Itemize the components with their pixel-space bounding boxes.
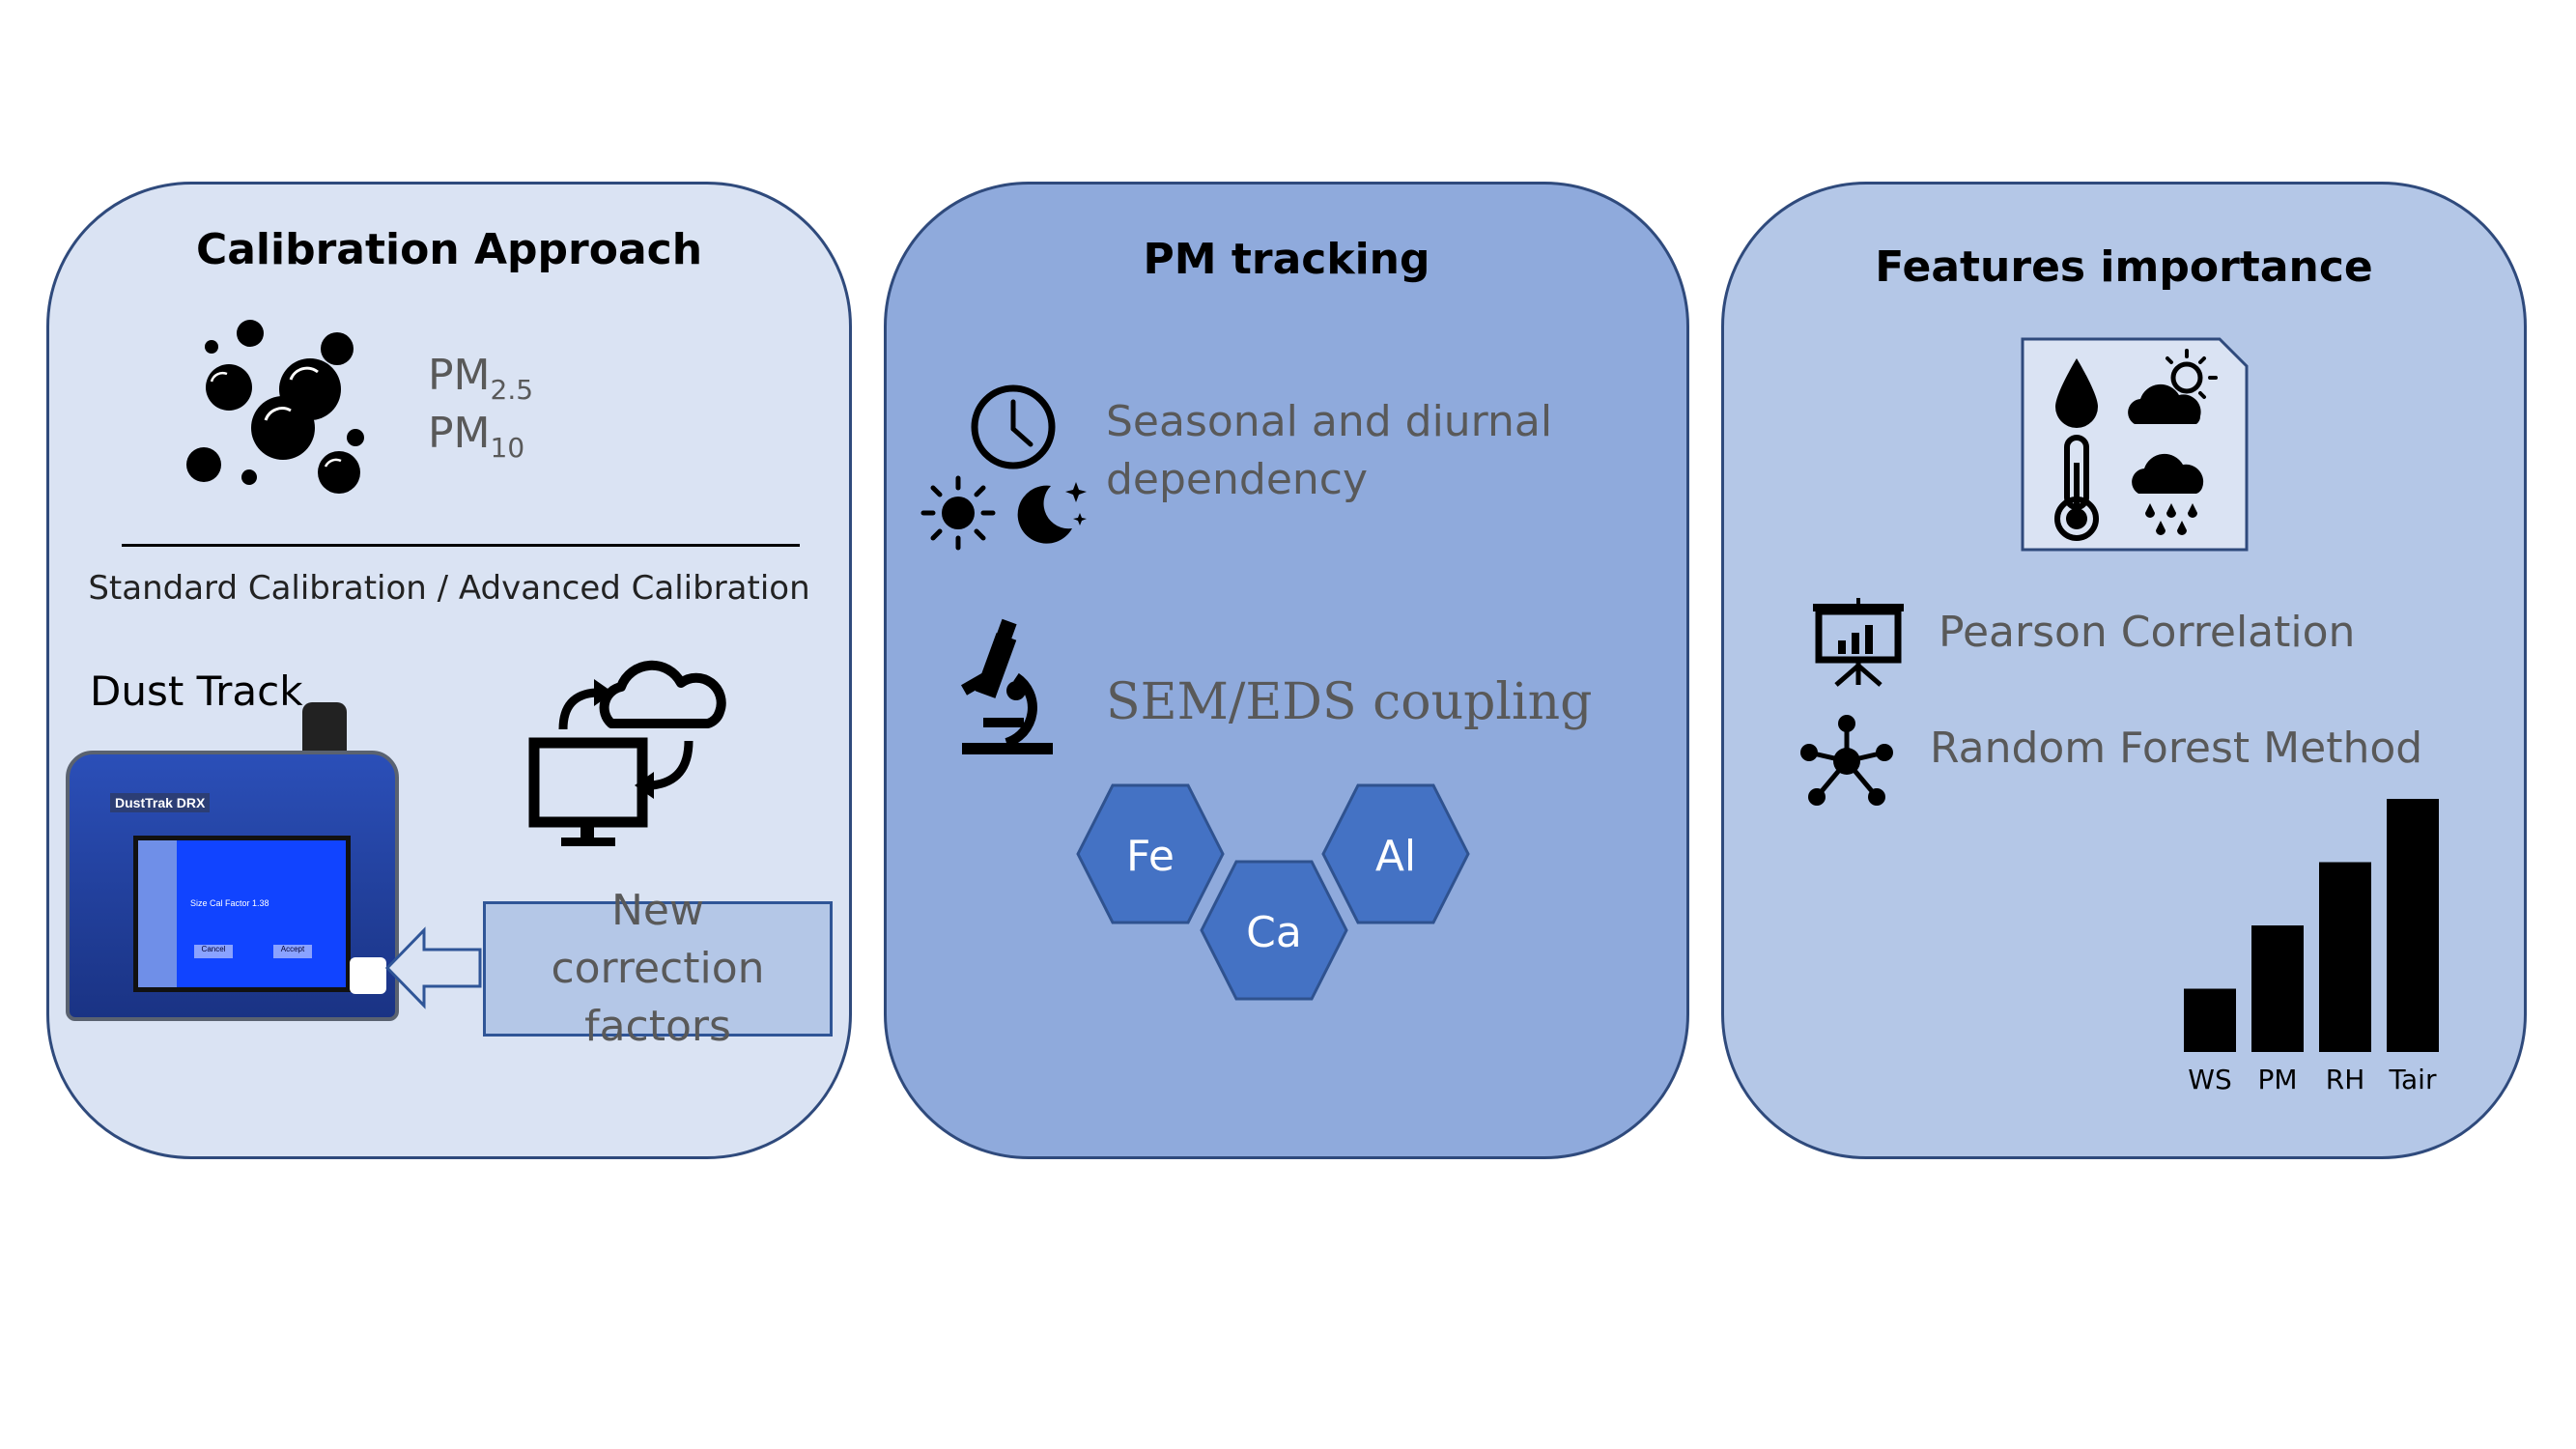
features-importance-panel: Features importance [1721,182,2527,1159]
particles-icon [186,320,364,494]
cloud-computer-sync-icon [528,660,726,846]
bar-label-rh: RH [2326,1064,2365,1095]
calibration-panel: Calibration Approach PM2.5 PM10 Standard… [46,182,852,1159]
device-body: DustTrak DRX Size Cal Factor 1.38 Cancel… [66,751,399,1021]
moon-stars-icon [1017,482,1087,544]
bar-rh [2319,862,2371,1052]
device-screen: Size Cal Factor 1.38 Cancel Accept [133,836,351,992]
sun-icon [920,475,996,551]
bar-tair [2387,799,2439,1052]
device-brand: DustTrak DRX [110,793,211,812]
microscope-icon [961,618,1053,754]
cloud-rain-icon [2132,453,2204,535]
arrow-left-icon [384,926,482,1009]
feature-importance-chart: WS PM RH Tair [2184,799,2439,1095]
presentation-chart-icon [1813,598,1904,687]
bar-pm [2251,925,2304,1052]
bar-label-tair: Tair [2389,1064,2437,1095]
panel-title: PM tracking [1143,235,1430,284]
device-accept: Accept [273,945,312,958]
hexagon-al-label: Al [1375,832,1416,881]
sem-eds-text: SEM/EDS coupling [1106,673,1593,731]
divider-line [122,544,800,547]
device-logo [350,957,386,994]
weather-icons-box [2021,337,2249,552]
calibration-text: Standard Calibration / Advanced Calibrat… [88,569,810,608]
cloud-sun-icon [2128,349,2218,424]
correction-box: New correction factors [483,886,833,1051]
correction-text: New correction factors [551,886,765,1051]
device-cancel: Cancel [194,945,233,958]
bar-label-pm: PM [2257,1064,2297,1095]
hexagon-fe: Fe [1076,783,1225,924]
pm-tracking-panel: PM tracking Seasonal and diurnal depende… [884,182,1689,1159]
device-label: Dust Track [90,668,303,715]
thermometer-icon [2054,435,2099,541]
hexagon-ca-label: Ca [1246,908,1302,957]
element-hexagons: Fe Ca Al [1076,783,1470,1001]
pm10-label: PM10 [428,409,525,464]
random-forest-text: Random Forest Method [1930,724,2423,773]
dusttrak-device: DustTrak DRX Size Cal Factor 1.38 Cancel… [66,702,399,1021]
pm25-label: PM2.5 [428,351,534,406]
panel-title: Calibration Approach [195,225,703,274]
water-drop-icon [2055,358,2098,428]
hexagon-fe-label: Fe [1126,832,1175,881]
hexagon-ca: Ca [1200,860,1348,1001]
seasonal-text: Seasonal and diurnal dependency [1106,397,1553,504]
device-screen-text: Size Cal Factor 1.38 [190,898,269,908]
clock-icon [971,384,1056,469]
pearson-text: Pearson Correlation [1939,608,2356,657]
bar-ws [2184,988,2236,1052]
hexagon-al: Al [1321,783,1470,924]
bar-label-ws: WS [2188,1064,2231,1095]
network-icon [1800,715,1893,806]
panel-title: Features importance [1875,242,2373,292]
